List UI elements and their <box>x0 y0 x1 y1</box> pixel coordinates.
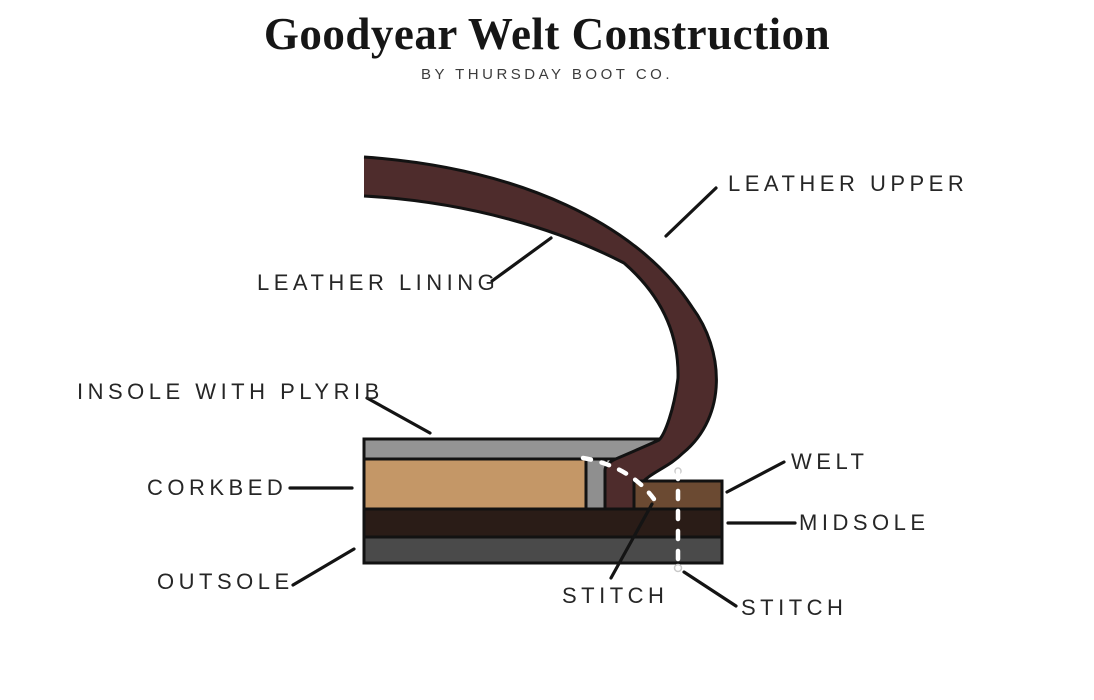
welt-leader-line <box>725 460 786 494</box>
leather-lining-leader-line <box>490 236 553 283</box>
label-stitch-welt: STITCH <box>562 583 669 608</box>
page-title: Goodyear Welt Construction <box>263 9 831 59</box>
label-corkbed: CORKBED <box>147 475 288 500</box>
leather-upper-shape <box>363 155 718 511</box>
label-midsole: MIDSOLE <box>799 510 930 535</box>
plyrib-rib <box>584 457 608 511</box>
page-subtitle: BY THURSDAY BOOT CO. <box>421 66 673 83</box>
label-outsole: OUTSOLE <box>157 569 294 594</box>
label-stitch-outsole: STITCH <box>741 595 848 620</box>
outsole-stitch-leader-line <box>682 570 738 608</box>
label-welt: WELT <box>791 449 869 474</box>
welt-stitch-leader-line <box>609 502 654 580</box>
label-leather-upper: LEATHER UPPER <box>728 171 969 196</box>
outsole-leader-line <box>291 547 356 587</box>
midsole-layer <box>362 507 724 539</box>
outsole-stitch-bottom-dot <box>673 563 683 573</box>
insole-leader-line <box>365 396 432 435</box>
outsole-layer <box>362 535 724 565</box>
welt-stitch-dashed-line <box>580 455 661 508</box>
leather-upper-leader-line <box>664 186 718 238</box>
corkbed-layer <box>362 457 588 511</box>
label-leather-lining: LEATHER LINING <box>257 270 500 295</box>
label-insole-with-plyrib: INSOLE WITH PLYRIB <box>77 379 384 404</box>
